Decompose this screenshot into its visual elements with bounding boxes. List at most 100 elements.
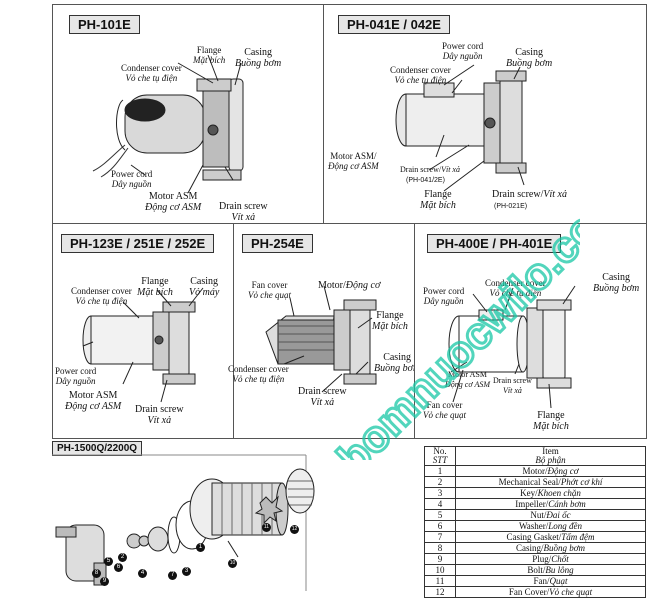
- cell-item: Fan/Quạt: [455, 575, 646, 587]
- callout-3: 3: [182, 567, 191, 576]
- pump-drawing-ph-400e: [448, 285, 576, 409]
- item-english: Mechanical Seal/: [498, 477, 561, 487]
- callout-1: 1: [196, 543, 205, 552]
- item-english: Washer/: [518, 521, 549, 531]
- item-vietnamese: Tấm đệm: [561, 532, 595, 542]
- item-vietnamese: Vỏ che quạt: [549, 587, 593, 597]
- callout-8: 8: [92, 569, 101, 578]
- item-vietnamese: Chốt: [551, 554, 569, 564]
- item-english: Key/: [520, 488, 538, 498]
- cell-no: 2: [424, 476, 456, 488]
- cell-item: Fan Cover/Vỏ che quạt: [455, 586, 646, 598]
- cell-item: Casing Gasket/Tấm đệm: [455, 531, 646, 543]
- item-english: Fan Cover/: [508, 587, 550, 597]
- panel-title: PH-254E: [242, 234, 313, 253]
- cell-item: Key/Khoen chặn: [455, 487, 646, 499]
- cell-item: Motor/Động cơ: [455, 465, 646, 477]
- item-vietnamese: Cánh bơm: [548, 499, 586, 509]
- callout-12: 12: [290, 525, 299, 534]
- item-english: Motor/: [522, 466, 548, 476]
- item-vietnamese: Phớt cơ khí: [560, 477, 603, 487]
- cell-no: 9: [424, 553, 456, 565]
- cell-no: 11: [424, 575, 456, 587]
- cell-item: Washer/Long đền: [455, 520, 646, 532]
- cell-item: Plug/Chốt: [455, 553, 646, 565]
- item-vietnamese: Khoen chặn: [537, 488, 581, 498]
- item-english: Casing Gasket/: [506, 532, 562, 542]
- item-vietnamese: Long đền: [548, 521, 582, 531]
- cell-no: 7: [424, 531, 456, 543]
- cell-no: 6: [424, 520, 456, 532]
- pump-drawing-ph-041e: [395, 64, 527, 192]
- callout-4: 4: [138, 569, 147, 578]
- item-vietnamese: Buồng bơm: [543, 543, 586, 553]
- pump-drawing-ph-123e: [82, 287, 204, 403]
- panel-title: PH-400E / PH-401E: [427, 234, 562, 253]
- pump-drawing-ph-254e: [265, 285, 377, 393]
- label-drain-screw-041: Drain screw/Vít xả: [400, 165, 460, 174]
- header-no: No.STT: [424, 446, 456, 466]
- label-motor-asm: Motor ASM/ Động cơ ASM: [328, 151, 379, 171]
- item-english: Nut/: [530, 510, 547, 520]
- callout-9: 9: [100, 577, 109, 586]
- panel-title: PH-123E / 251E / 252E: [61, 234, 215, 253]
- item-english: Impeller/: [515, 499, 549, 509]
- callout-11: 11: [262, 523, 271, 532]
- callout-5: 5: [104, 557, 113, 566]
- cell-no: 1: [424, 465, 456, 477]
- cell-item: Bolt/Bu lông: [455, 564, 646, 576]
- item-english: Casing/: [515, 543, 544, 553]
- cell-no: 12: [424, 586, 456, 598]
- table-row: 5 Nut/Đai ốc: [424, 509, 646, 521]
- item-vietnamese: Quạt: [549, 576, 568, 586]
- item-english: Plug/: [532, 554, 552, 564]
- label-drain-screw-021: Drain screw/Vít xả: [492, 189, 567, 200]
- cell-no: 5: [424, 509, 456, 521]
- panel-title: PH-041E / 042E: [338, 15, 450, 34]
- cell-item: Impeller/Cánh bơm: [455, 498, 646, 510]
- cell-no: 8: [424, 542, 456, 554]
- table-row: 2 Mechanical Seal/Phớt cơ khí: [424, 476, 646, 488]
- label-model-041: (PH-041/2E): [406, 177, 445, 184]
- callout-10: 10: [228, 559, 237, 568]
- item-vietnamese: Đai ốc: [546, 510, 571, 520]
